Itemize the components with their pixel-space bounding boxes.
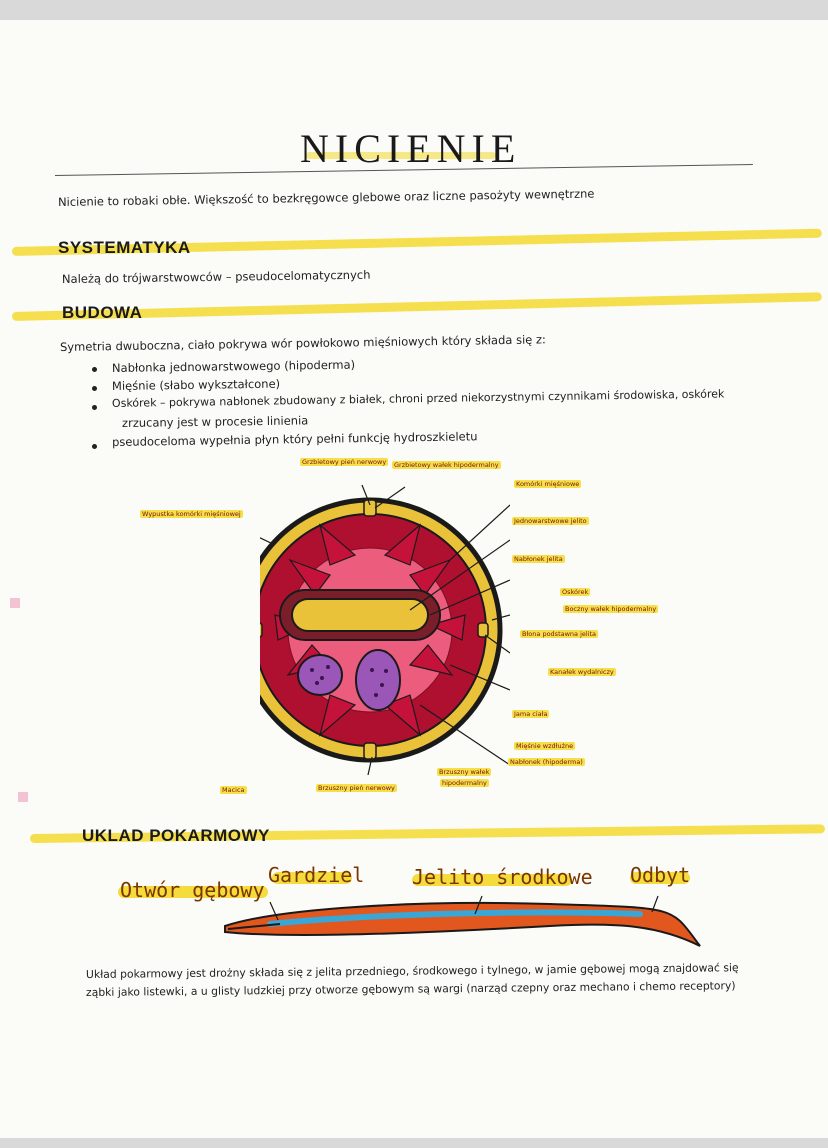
budowa-bullet-continued: zrzucany jest w procesie linienia: [121, 413, 309, 430]
bullet-dot: [92, 444, 97, 449]
margin-marker: [18, 792, 28, 802]
egg-dots: [310, 665, 388, 697]
label-grzbietowy-walek: Grzbietowy wałek hipodermalny: [392, 461, 501, 469]
title-highlight-dots: [306, 152, 496, 159]
label-nablonek-hipo: Nabłonek (hipoderma): [508, 758, 585, 766]
label-brzuszny-walek-2: hipodermalny: [440, 779, 489, 787]
uklad-heading: UKLAD POKARMOWY: [82, 826, 270, 845]
label-jama: Jama ciała: [512, 710, 550, 718]
worm-label-odbyt: Odbyt: [630, 863, 691, 887]
label-lines: [260, 484, 510, 775]
label-grzbietowy-pien: Grzbietowy pień nerwowy: [300, 458, 389, 466]
worm-label-highlight: [412, 874, 572, 886]
uklad-text-line2: ząbki jako listewki, a u glisty ludzkiej…: [85, 979, 736, 999]
label-oskorek: Oskórek: [560, 588, 591, 596]
worm-gut: [267, 909, 643, 927]
label-brzuszny-pien: Brzuszny pień nerwowy: [316, 784, 397, 792]
digestive-system-diagram: [224, 895, 701, 947]
label-nablonek-jelita: Nabłonek jelita: [512, 555, 565, 563]
worm-label-jelito: Jelito środkowe: [412, 865, 593, 889]
label-wypustka: Wypustka komórki mięśniowej: [140, 510, 243, 518]
budowa-bullet: Nabłonka jednowarstwowego (hipoderma): [111, 357, 356, 375]
intro-text: Nicienie to robaki obłe. Większość to be…: [57, 186, 595, 209]
label-komorki-miesniowe: Komórki mięśniowe: [514, 480, 582, 488]
bullet-dot: [92, 405, 97, 410]
uterus-egg: [297, 654, 343, 696]
label-brzuszny-walek: Brzuszny wałek: [437, 768, 492, 776]
budowa-text: Symetria dwuboczna, ciało pokrywa wór po…: [59, 332, 546, 354]
label-miesnie: Mięśnie wzdłużne: [514, 742, 576, 750]
label-jelito: Jednowarstwowe jelito: [512, 517, 589, 525]
worm-label-gardziel: Gardziel: [268, 863, 365, 887]
systematyka-text: Należą do trójwarstwowców – pseudoceloma…: [61, 267, 371, 286]
hypodermal-cords: [260, 499, 489, 760]
systematyka-heading: SYSTEMATYKA: [58, 238, 191, 257]
label-pointer: [474, 895, 483, 915]
bullet-dot: [92, 386, 97, 391]
label-pointer: [651, 895, 659, 913]
page-title: NICIENIE: [300, 126, 522, 171]
budowa-heading: BUDOWA: [62, 303, 143, 322]
label-blona: Błona podstawna jelita: [520, 630, 599, 638]
worm-label-otwor: Otwór gębowy: [120, 878, 265, 902]
uklad-text-line1: Układ pokarmowy jest drożny składa się z…: [85, 961, 739, 981]
label-boczny-walek: Boczny wałek hipodermalny: [563, 605, 659, 613]
worm-label-highlight: [272, 872, 352, 884]
label-kanalek: Kanałek wydalniczy: [548, 668, 616, 676]
margin-marker: [10, 598, 20, 608]
label-pointer: [269, 901, 279, 921]
intestine-lumen: [291, 598, 429, 632]
budowa-bullet: Mięśnie (słabo wykształcone): [111, 376, 281, 393]
worm-label-highlight: [118, 886, 268, 898]
uterus-egg: [355, 649, 401, 711]
worm-pharynx: [227, 923, 281, 930]
nematode-cross-section-diagram: [260, 484, 510, 775]
label-macica: Macica: [220, 786, 247, 794]
worm-label-highlight: [630, 872, 690, 884]
notebook-page: NICIENIE Nicienie to robaki obłe. Większ…: [0, 20, 828, 1138]
bullet-dot: [92, 367, 97, 372]
budowa-bullet: pseudoceloma wypełnia płyn który pełni f…: [111, 429, 478, 449]
